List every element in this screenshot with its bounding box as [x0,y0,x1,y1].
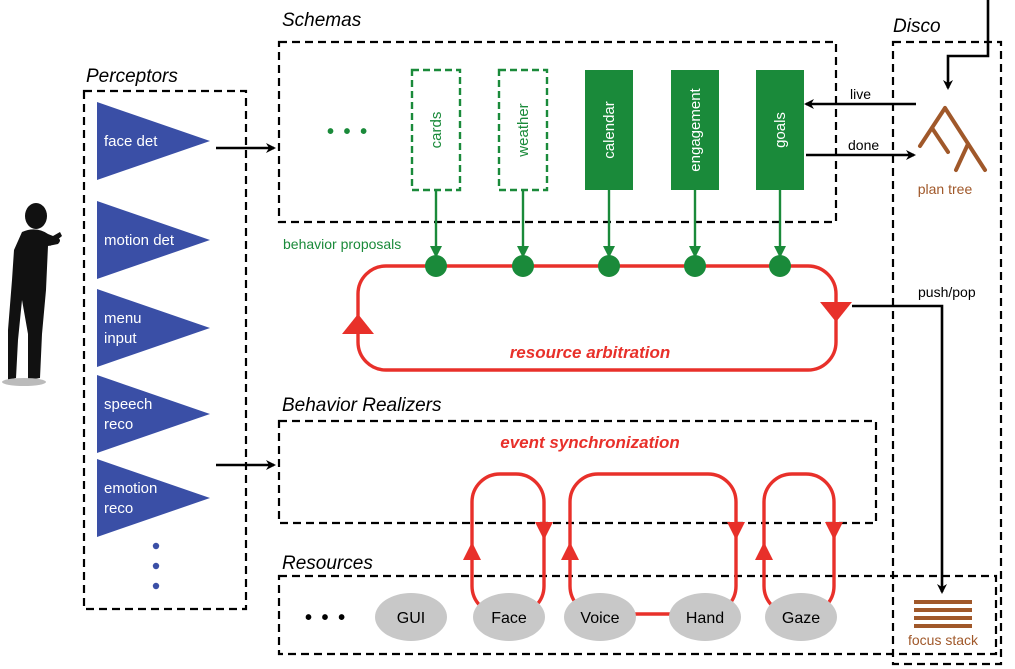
behavior-realizers-box [277,419,878,525]
perceptors-vertical-ellipsis [152,542,160,590]
proposal-dot [512,255,534,277]
plan-tree-icon [918,106,987,172]
perceptor-triangle [97,201,210,279]
resources-ellipsis: • • • [305,607,347,629]
schema-label: engagement [687,87,704,171]
resource-voice: Voice [564,593,636,641]
focus-stack-icon [914,600,972,628]
resource-oval [564,593,636,641]
perceptor-face-det: face det [97,102,210,180]
resource-label: Hand [686,610,724,627]
face-loop-down-arrowhead [535,522,553,540]
focus-stack-label: focus stack [908,632,979,648]
perceptor-motion-det: motion det [97,201,210,279]
resource-label: Face [491,610,527,627]
schema-label: calendar [601,101,618,159]
person-silhouette-icon [2,203,62,386]
proposal-dot [684,255,706,277]
behavior-proposals-label: behavior proposals [283,236,401,252]
schema-engagement: engagement [671,70,719,258]
schemas-ellipsis: • • • [327,121,369,143]
schema-label: weather [515,103,532,157]
perceptor-label: face det [104,133,158,150]
push-pop-label: push/pop [918,284,976,300]
resources-title: Resources [282,553,373,574]
resource-hand: Hand [669,593,741,641]
disco-box [891,40,1003,666]
done-label: done [848,137,879,153]
perceptors-title: Perceptors [86,66,178,87]
gaze-loop-up-arrowhead [755,542,773,560]
proposal-dot [769,255,791,277]
resources-box [277,574,998,656]
push-pop-arrow [852,304,947,594]
schema-cards: cards [410,68,462,258]
resource-gaze: Gaze [765,593,837,641]
resource-oval [765,593,837,641]
arbitration-down-arrowhead [820,302,852,322]
perceptor-triangle [97,102,210,180]
resource-label: Gaze [782,610,820,627]
schema-weather: weather [497,68,549,258]
face-loop-up-arrowhead [463,542,481,560]
arbitration-up-arrowhead [342,314,374,334]
resource-arbitration-label: resource arbitration [510,343,671,362]
schema-label: cards [428,112,445,149]
schema-label: goals [772,112,789,148]
schema-box [585,70,633,190]
perceptor-label: motion det [104,232,175,249]
schemas-title: Schemas [282,10,362,31]
resource-oval [375,593,447,641]
proposal-dot [425,255,447,277]
schemas-box [277,40,838,224]
perceptor-triangle [97,459,210,537]
proposal-dot [598,255,620,277]
event-synchronization-label: event synchronization [500,433,679,452]
schema-box [671,70,719,190]
disco-input-arrow [943,0,990,90]
hand-loop-down-arrowhead [727,522,745,540]
perceptors-box [82,89,248,611]
schema-box [410,68,462,192]
perceptor-triangle [97,375,210,453]
voice-loop-up-arrowhead [561,542,579,560]
behavior-realizers-title: Behavior Realizers [282,395,442,416]
resource-label: Voice [580,610,619,627]
schema-goals: goals [756,70,804,258]
gaze-loop-down-arrowhead [825,522,843,540]
plan-tree-label: plan tree [918,181,973,197]
disco-title: Disco [893,16,941,37]
voice-hand-sync-loop [568,472,738,616]
face-sync-loop [470,472,546,616]
gaze-sync-loop [762,472,836,616]
perceptor-triangle [97,289,210,367]
live-label: live [850,86,871,102]
resource-label: GUI [397,610,425,627]
resource-oval [669,593,741,641]
schema-calendar: calendar [585,70,633,258]
resource-face: Face [473,593,545,641]
schema-box [756,70,804,190]
resource-gui: GUI [375,593,447,641]
resource-oval [473,593,545,641]
